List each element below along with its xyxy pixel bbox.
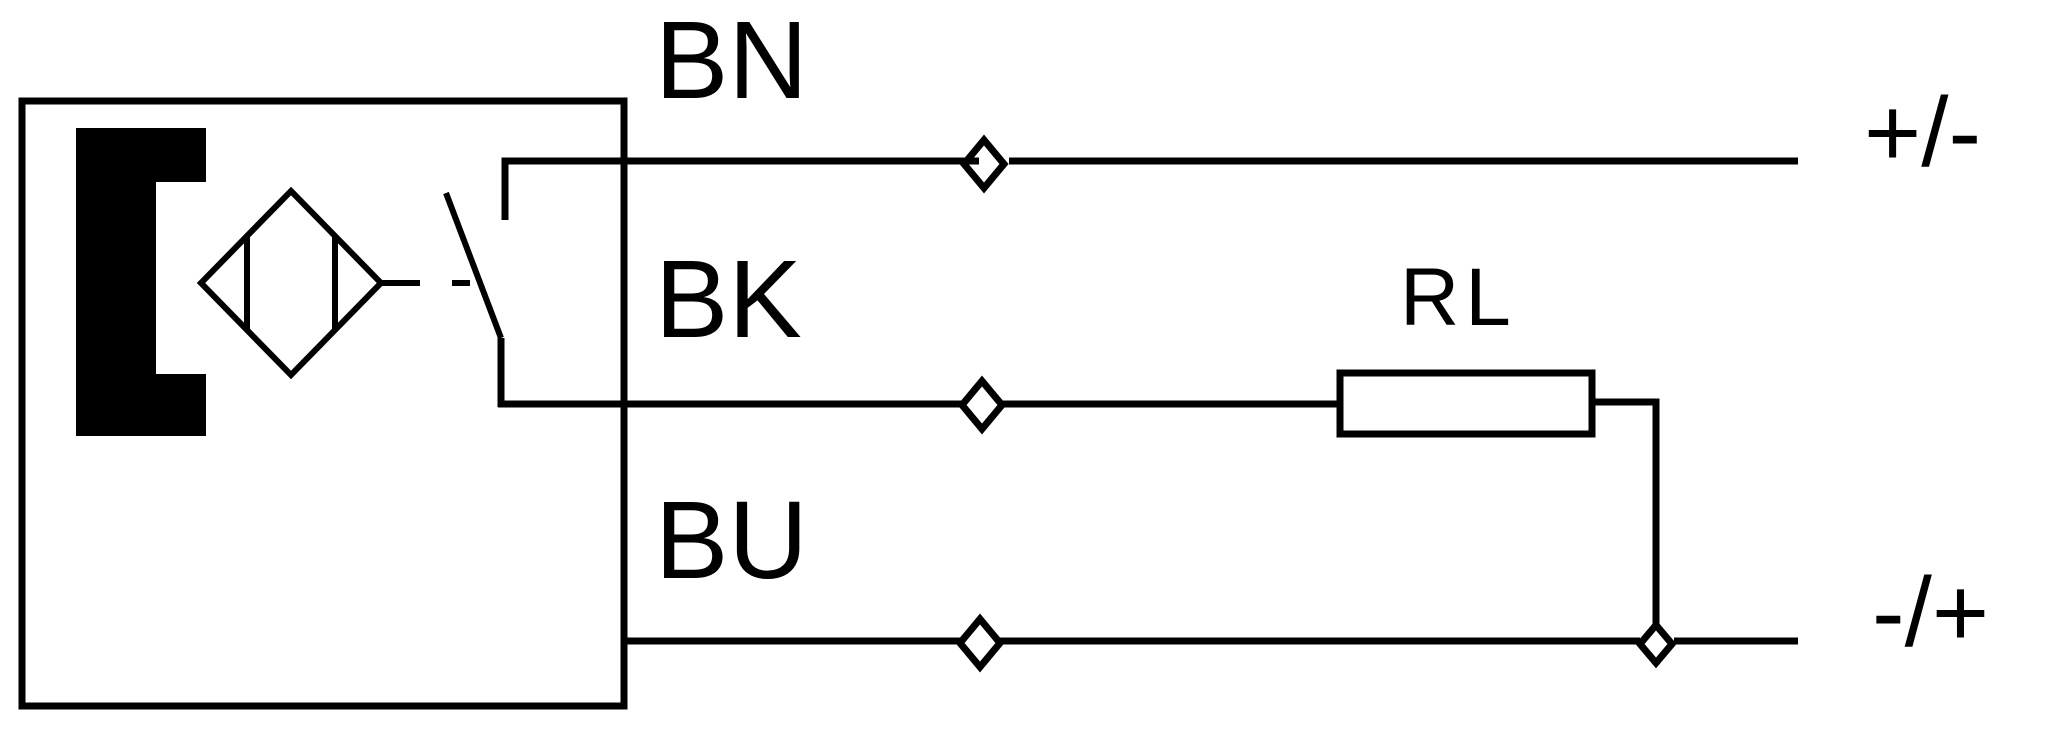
wire-black	[498, 398, 1660, 628]
terminal-node-black	[957, 375, 1007, 435]
label-rl: RL	[1400, 252, 1517, 343]
switch-contact	[443, 157, 979, 407]
load-resistor	[1336, 369, 1596, 438]
label-bk: BK	[655, 238, 802, 361]
coil-symbol	[196, 186, 420, 380]
junction-node	[1635, 619, 1677, 669]
label-bn: BN	[655, 0, 808, 122]
terminal-node-brown	[959, 134, 1009, 194]
label-supply-bottom: -/+	[1872, 557, 1989, 667]
label-supply-top: +/-	[1864, 77, 1981, 187]
label-bu: BU	[655, 479, 808, 602]
terminal-node-blue	[955, 613, 1005, 673]
sensing-face-bracket	[76, 128, 206, 436]
